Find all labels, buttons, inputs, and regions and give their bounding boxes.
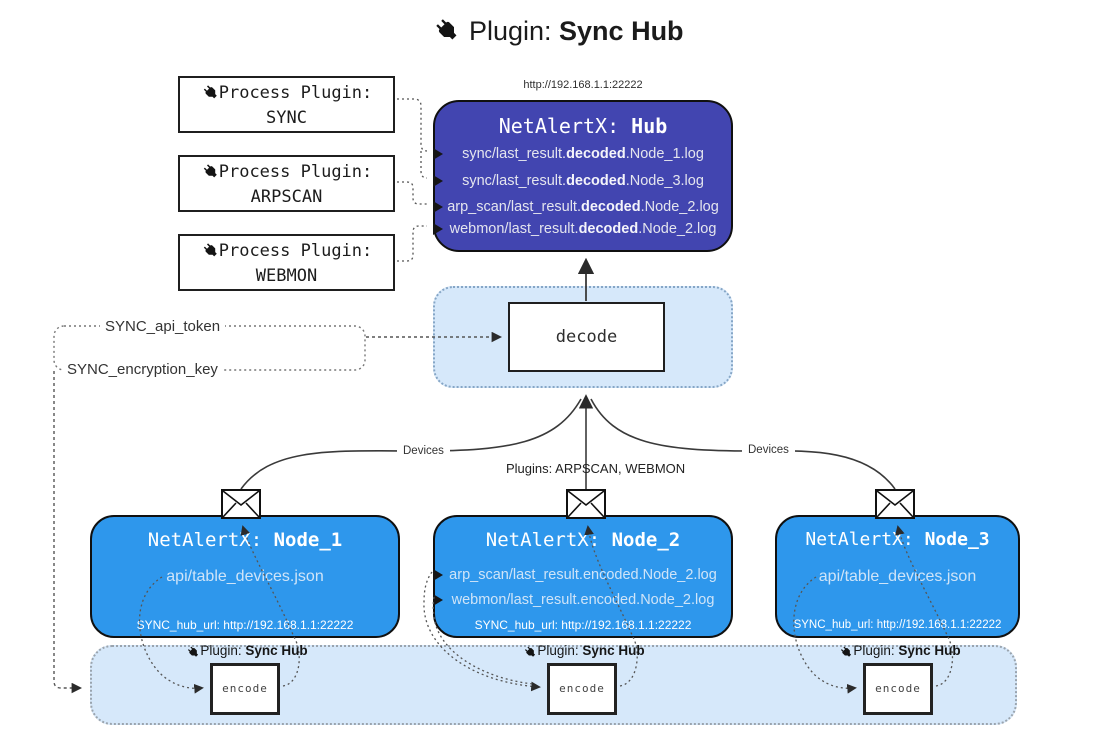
plug-icon [436, 19, 457, 40]
hub-title-name: Hub [631, 114, 668, 138]
plug-icon [203, 243, 217, 257]
encode-plugin-label: Plugin: Sync Hub [523, 643, 645, 659]
hub-file-row: arp_scan/last_result.decoded.Node_2.log [433, 197, 731, 217]
encode-box-3: encode [863, 663, 933, 715]
process-plugin-name: ARPSCAN [250, 187, 323, 207]
title-prefix: Plugin: [468, 16, 552, 46]
process-plugin-label: Process Plugin: [218, 83, 373, 103]
node-title: NetAlertX: Node_3 [805, 529, 990, 550]
plug-icon [203, 85, 217, 99]
plugins-label: Plugins: ARPSCAN, WEBMON [506, 461, 686, 476]
process-plugin-box-arpscan: Process Plugin: ARPSCAN [178, 155, 395, 212]
hub-url: http://192.168.1.1:22222 [523, 79, 643, 91]
node-hub-url: SYNC_hub_url: http://192.168.1.1:22222 [793, 619, 1002, 631]
decode-box: decode [508, 302, 665, 372]
arrow-right-icon [433, 569, 443, 581]
node-file-row: webmon/last_result.encoded.Node_2.log [433, 590, 731, 610]
node-file-row: api/table_devices.json [818, 568, 977, 585]
encode-box-1: encode [210, 663, 280, 715]
encode-box-2: encode [547, 663, 617, 715]
envelope-icon [566, 489, 606, 519]
title-name: Sync Hub [559, 16, 684, 46]
plug-icon [203, 164, 217, 178]
hub-title: NetAlertX: Hub [435, 114, 731, 138]
devices-label-left: Devices [397, 445, 450, 457]
envelope-icon [875, 489, 915, 519]
node-title: NetAlertX: Node_1 [147, 529, 343, 551]
node-box-1: NetAlertX: Node_1 api/table_devices.json… [90, 515, 400, 638]
encode-plugin-label: Plugin: Sync Hub [839, 643, 961, 659]
encode-plugin-label: Plugin: Sync Hub [186, 643, 308, 659]
arrow-right-icon [433, 201, 443, 213]
diagram-title: Plugin: Sync Hub [0, 16, 1117, 47]
node-box-3: NetAlertX: Node_3 api/table_devices.json… [775, 515, 1020, 638]
envelope-icon [221, 489, 261, 519]
hub-file-row: webmon/last_result.decoded.Node_2.log [433, 219, 731, 239]
node-hub-url: SYNC_hub_url: http://192.168.1.1:22222 [136, 618, 354, 632]
node-file-row: api/table_devices.json [166, 568, 324, 585]
process-plugin-name: WEBMON [255, 266, 318, 286]
hub-file-row: sync/last_result.decoded.Node_1.log [433, 144, 731, 164]
process-plugin-label: Process Plugin: [218, 162, 373, 182]
hub-box: NetAlertX: Hub sync/last_result.decoded.… [433, 100, 733, 252]
devices-label-right: Devices [742, 444, 795, 456]
node-title: NetAlertX: Node_2 [485, 529, 681, 551]
node-box-2: NetAlertX: Node_2 arp_scan/last_result.e… [433, 515, 733, 638]
api-token-label: SYNC_api_token [100, 318, 226, 335]
process-plugin-box-sync: Process Plugin: SYNC [178, 76, 395, 133]
process-plugin-label: Process Plugin: [218, 241, 373, 261]
arrow-right-icon [433, 148, 443, 160]
arrow-right-icon [433, 223, 443, 235]
arrow-right-icon [433, 594, 443, 606]
process-plugin-name: SYNC [266, 108, 307, 128]
node-hub-url: SYNC_hub_url: http://192.168.1.1:22222 [474, 618, 692, 632]
node-file-row: arp_scan/last_result.encoded.Node_2.log [433, 565, 731, 585]
hub-title-prefix: NetAlertX: [498, 114, 620, 138]
encryption-key-label: SYNC_encryption_key [62, 361, 223, 378]
process-plugin-box-webmon: Process Plugin: WEBMON [178, 234, 395, 291]
arrow-right-icon [433, 175, 443, 187]
hub-file-row: sync/last_result.decoded.Node_3.log [433, 171, 731, 191]
